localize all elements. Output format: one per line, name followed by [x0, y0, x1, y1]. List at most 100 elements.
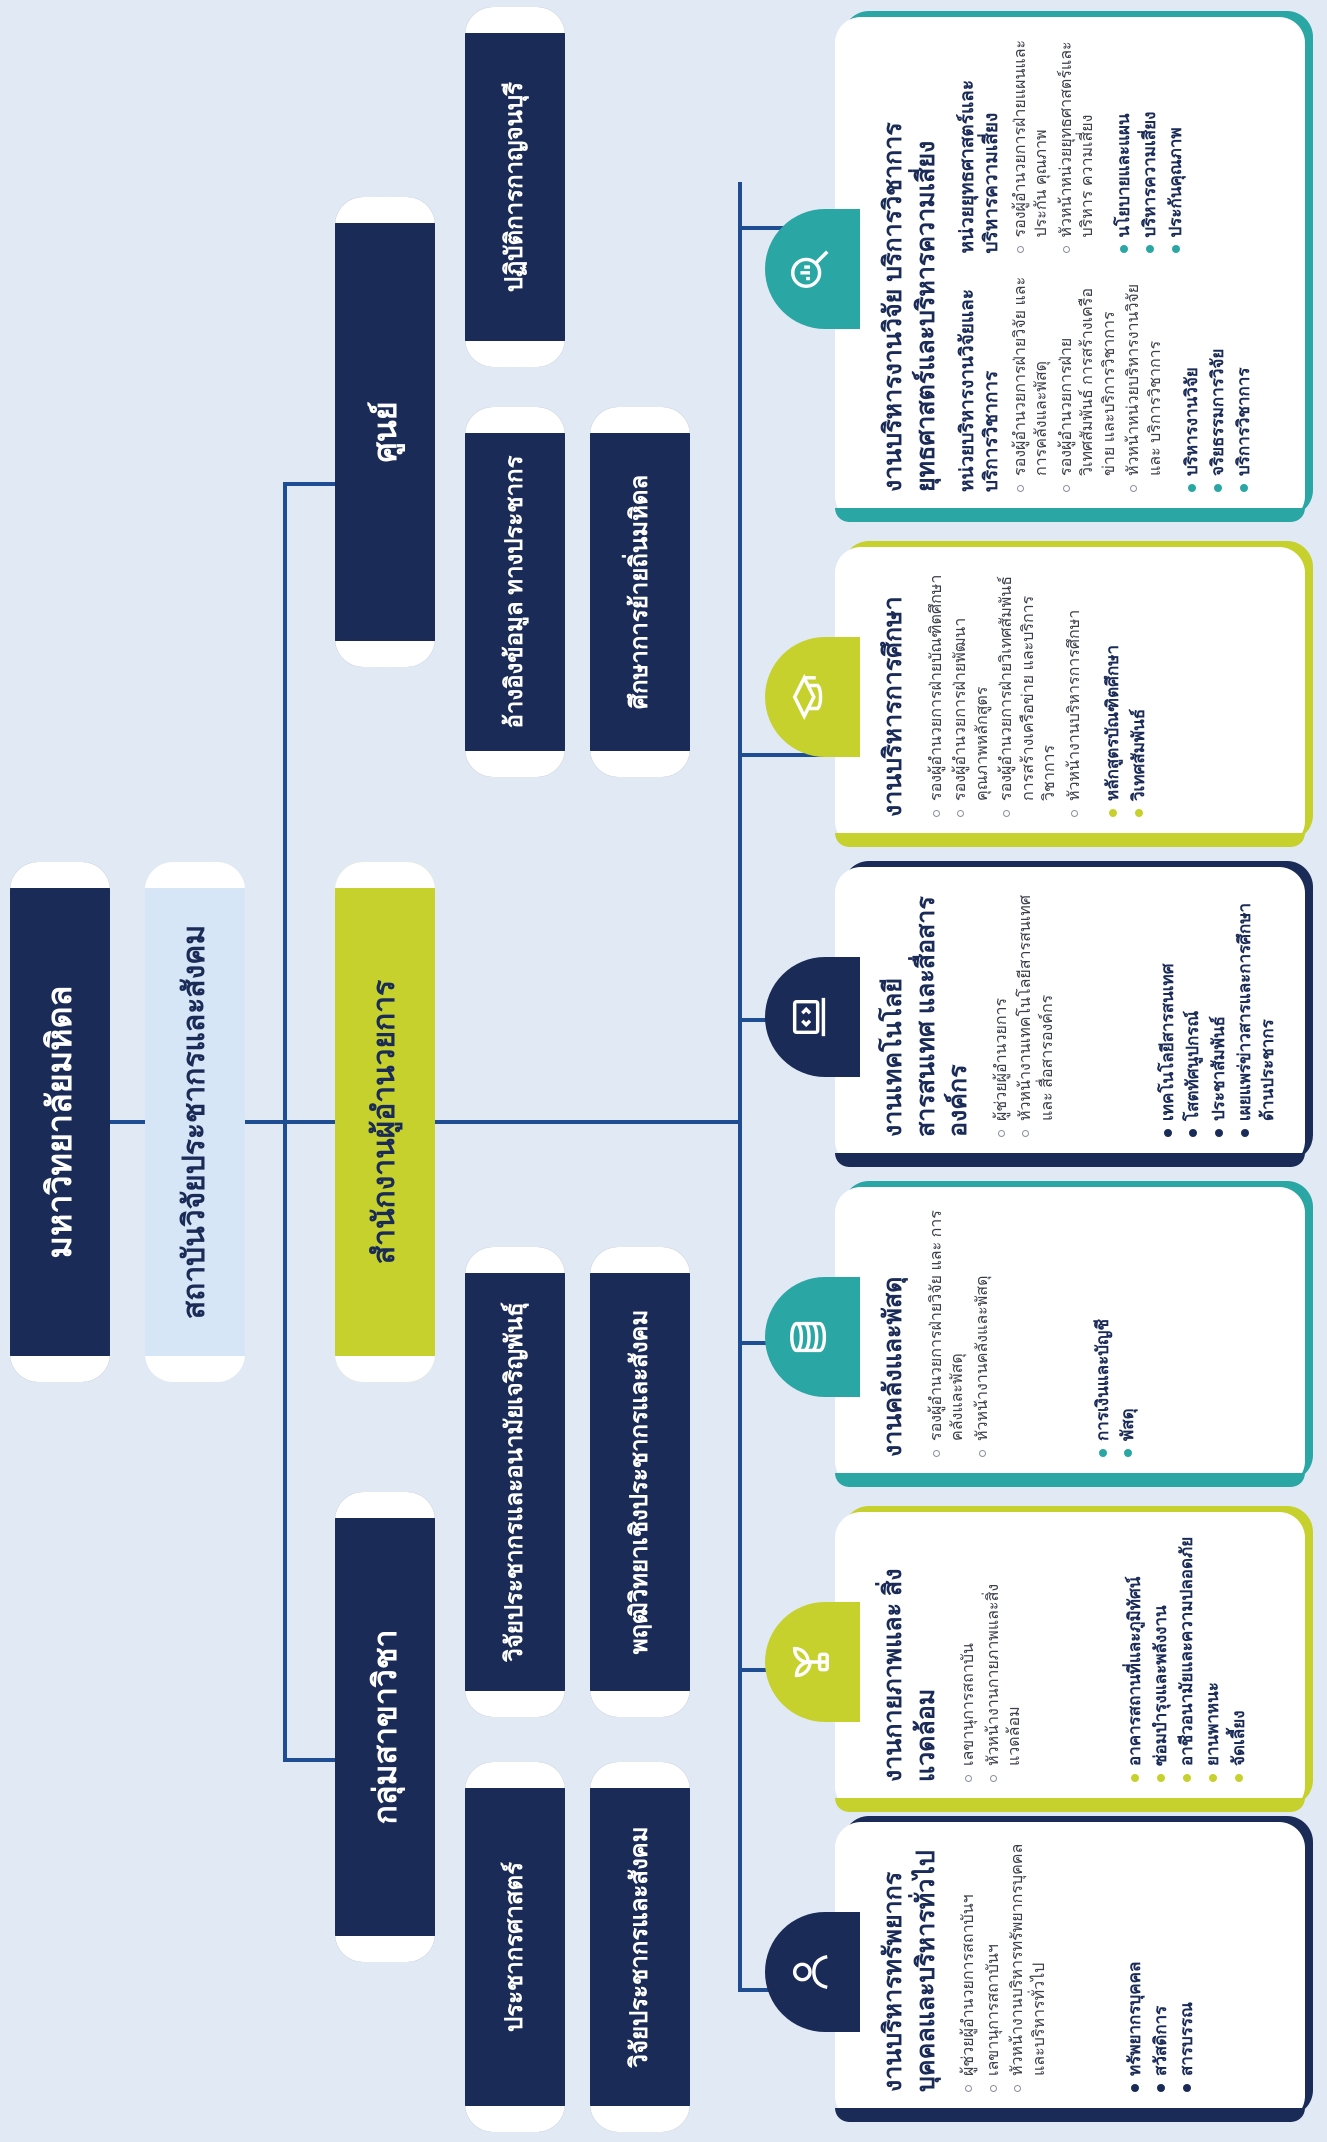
role-item: หัวหน้างานกายภาพและสิ่งแวดล้อม — [983, 1528, 1026, 1782]
unit-item: การเงินและบัญชี — [1092, 1203, 1115, 1457]
unit-list: ทรัพยากรบุคคลสวัสดิการสารบรรณ — [1124, 1838, 1199, 2092]
unit-item: ประกันคุณภาพ — [1165, 33, 1188, 254]
unit-item: เผยแพร่ข่าวสารและการศึกษา ด้านประชากร — [1234, 883, 1280, 1137]
card-icon-tab — [765, 209, 860, 329]
role-list: ผู้ช่วยผู้อำนวยการสถาบันฯเลขานุการสถาบัน… — [958, 1838, 1108, 2092]
unit-list: เทคโนโลยีสารสนเทศโสตทัศนูปกรณ์ประชาสัมพั… — [1157, 883, 1281, 1137]
unit-item: อาชีวอนามัยและความปลอดภัย — [1176, 1528, 1199, 1782]
department-card: งานกายภาพและ สิ่งแวดล้อมเลขานุการสถาบันห… — [765, 1512, 1305, 1812]
unit-item: บริหารความเสี่ยง — [1139, 33, 1162, 254]
card-icon-tab — [765, 1277, 860, 1397]
institute-box: สถาบันวิจัยประชากรและสังคม — [145, 862, 245, 1382]
card-accent-bar — [835, 2108, 1305, 2122]
unit-item: จัดเลี้ยง — [1228, 1528, 1251, 1782]
role-item: หัวหน้างานบริหารการศึกษา — [1064, 563, 1086, 817]
research-chart-icon — [787, 246, 838, 292]
card-icon-tab — [765, 637, 860, 757]
role-item: หัวหน้างานคลังและพัสดุ — [972, 1203, 994, 1457]
role-item: หัวหน้าหน่วยบริหารงานวิจัยและ บริการวิชา… — [1123, 272, 1166, 493]
director-office-box: สำนักงานผู้อำนวยการ — [335, 862, 435, 1382]
department-card: งานเทคโนโลยีสารสนเทศ และสื่อสารองค์กรผู้… — [765, 867, 1305, 1167]
director-office-label: สำนักงานผู้อำนวยการ — [368, 979, 402, 1265]
center-item-label: อ้างอิงข้อมูล ทางประชากร — [501, 455, 528, 729]
unit-list: อาคารสถานที่และภูมิทัศน์ซ่อมบำรุงและพลัง… — [1124, 1528, 1251, 1782]
unit-item: โสตทัศนูปกรณ์ — [1182, 883, 1205, 1137]
academic-item-label: วิจัยประชากรและสังคม — [626, 1826, 653, 2068]
card-accent-bar — [835, 508, 1305, 522]
role-item: รองผู้อำนวยการฝ่ายวิเทศสัมพันธ์ การสร้าง… — [1056, 272, 1121, 493]
connector-groups-horizontal — [283, 482, 287, 1762]
center-item-label: ศึกษาการย้ายถิ่นมหิดล — [626, 474, 653, 710]
role-item: รองผู้อำนวยการฝ่ายวิจัย และ การคลังและพั… — [926, 1203, 969, 1457]
center-item-label: ปฏิบัติการกาญจนบุรี — [501, 81, 528, 293]
role-item: เลขานุการสถาบัน — [958, 1528, 980, 1782]
sub-unit-column: หน่วยบริหารงานวิจัยและ บริการวิชาการรองผ… — [956, 272, 1258, 493]
card-accent-bar — [835, 1798, 1305, 1812]
sub-unit-column: หน่วยยุทธศาสตร์และ บริหารความเสี่ยงรองผู… — [956, 33, 1258, 254]
department-title: งานบริหารการศึกษา — [879, 596, 907, 817]
sub-unit-title: หน่วยยุทธศาสตร์และ บริหารความเสี่ยง — [957, 79, 1002, 254]
unit-item: บริหารงานวิจัย — [1181, 272, 1204, 493]
academic-item-label: ประชากรศาสตร์ — [501, 1861, 528, 2033]
academic-group-title: กลุ่มสาขาวิชา — [367, 1629, 403, 1825]
role-list: รองผู้อำนวยการฝ่ายวิจัย และ การคลังและพั… — [926, 1203, 1076, 1457]
role-item: รองผู้อำนวยการฝ่ายวิจัย และ การคลังและพั… — [1010, 272, 1053, 493]
university-label: มหาวิทยาลัยมหิดล — [40, 985, 79, 1259]
unit-item: อาคารสถานที่และภูมิทัศน์ — [1124, 1528, 1147, 1782]
institute-label: สถาบันวิจัยประชากรและสังคม — [178, 924, 212, 1320]
department-card: งานบริหารการศึกษา รองผู้อำนวยการฝ่ายบัณฑิ… — [765, 547, 1305, 847]
card-accent-bar — [835, 1153, 1305, 1167]
unit-item: พัสดุ — [1117, 1203, 1140, 1457]
card-accent-bar — [835, 1473, 1305, 1487]
unit-item: หลักสูตรบัณฑิตศึกษา — [1102, 563, 1125, 817]
department-card: งานคลังและพัสดุ รองผู้อำนวยการฝ่ายวิจัย แ… — [765, 1187, 1305, 1487]
center-item-migration: ศึกษาการย้ายถิ่นมหิดล — [590, 407, 690, 777]
role-list: รองผู้อำนวยการฝ่ายบัณฑิตศึกษารองผู้อำนวย… — [926, 563, 1086, 817]
center-item-data-reference: อ้างอิงข้อมูล ทางประชากร — [465, 407, 565, 777]
academic-item-gerontology: พฤฒิวิทยาเชิงประชากรและสังคม — [590, 1247, 690, 1717]
academic-item-label: พฤฒิวิทยาเชิงประชากรและสังคม — [626, 1309, 653, 1655]
role-item: ผู้ช่วยผู้อำนวยการ — [991, 883, 1013, 1137]
role-list: ผู้ช่วยผู้อำนวยการหัวหน้างานเทคโนโลยีสาร… — [991, 883, 1141, 1137]
department-title: งานบริหารงานวิจัย บริการวิชาการ ยุทธศาสต… — [879, 122, 940, 492]
academic-item-social-research: วิจัยประชากรและสังคม — [590, 1762, 690, 2132]
department-card: งานบริหารงานวิจัย บริการวิชาการ ยุทธศาสต… — [765, 17, 1305, 522]
role-item: เลขานุการสถาบันฯ — [983, 1838, 1005, 2092]
role-list: เลขานุการสถาบันหัวหน้างานกายภาพและสิ่งแว… — [958, 1528, 1108, 1782]
connector-academic-drop — [283, 1758, 335, 1762]
unit-item: สวัสดิการ — [1150, 1838, 1173, 2092]
unit-item: บริการวิชาการ — [1233, 272, 1256, 493]
card-accent-bar — [835, 833, 1305, 847]
unit-item: ประชาสัมพันธ์ — [1208, 883, 1231, 1137]
department-title: งานคลังและพัสดุ — [879, 1276, 907, 1457]
connector-center-drop — [283, 482, 335, 486]
laptop-code-icon — [787, 994, 838, 1040]
unit-item: ยานพาหนะ — [1202, 1528, 1225, 1782]
graduation-cap-icon — [787, 673, 838, 721]
plant-icon — [787, 1639, 838, 1685]
academic-item-demography: ประชากรศาสตร์ — [465, 1762, 565, 2132]
role-list: รองผู้อำนวยการฝ่ายวิจัย และ การคลังและพั… — [1010, 272, 1167, 493]
center-group-title: ศูนย์ — [367, 401, 403, 463]
role-item: หัวหน้างานบริหารทรัพยากรบุคคล และบริหารท… — [1007, 1838, 1050, 2092]
role-item: รองผู้อำนวยการฝ่ายพัฒนา คุณภาพหลักสูตร — [950, 563, 993, 817]
department-title: งานเทคโนโลยีสารสนเทศ และสื่อสารองค์กร — [879, 896, 972, 1137]
department-card: งานบริหารทรัพยากร บุคคลและบริหารทั่วไปผู… — [765, 1822, 1305, 2122]
role-list: รองผู้อำนวยการฝ่ายแผนและประกัน คุณภาพหัว… — [1010, 33, 1099, 254]
academic-group-box: กลุ่มสาขาวิชา — [335, 1492, 435, 1962]
unit-list: หลักสูตรบัณฑิตศึกษาวิเทศสัมพันธ์ — [1102, 563, 1151, 817]
academic-item-reproductive-health: วิจัยประชากรและอนามัยเจริญพันธุ์ — [465, 1247, 565, 1717]
unit-list: บริหารงานวิจัยจริยธรรมการวิจัยบริการวิชา… — [1181, 272, 1256, 493]
university-box: มหาวิทยาลัยมหิดล — [10, 862, 110, 1382]
academic-item-label: วิจัยประชากรและอนามัยเจริญพันธุ์ — [501, 1302, 528, 1662]
unit-item: สารบรรณ — [1176, 1838, 1199, 2092]
unit-item: ทรัพยากรบุคคล — [1124, 1838, 1147, 2092]
person-icon — [787, 1949, 838, 1995]
center-item-kanchanaburi: ปฏิบัติการกาญจนบุรี — [465, 7, 565, 367]
unit-list: นโยบายและแผนบริหารความเสี่ยงประกันคุณภาพ — [1113, 33, 1188, 254]
unit-item: ซ่อมบำรุงและพลังงาน — [1150, 1528, 1173, 1782]
unit-item: วิเทศสัมพันธ์ — [1128, 563, 1151, 817]
center-group-box: ศูนย์ — [335, 197, 435, 667]
role-item: รองผู้อำนวยการฝ่ายวิเทศสัมพันธ์ การสร้าง… — [996, 563, 1061, 817]
role-item: หัวหน้างานเทคโนโลยีสารสนเทศและ สื่อสารอง… — [1015, 883, 1058, 1137]
